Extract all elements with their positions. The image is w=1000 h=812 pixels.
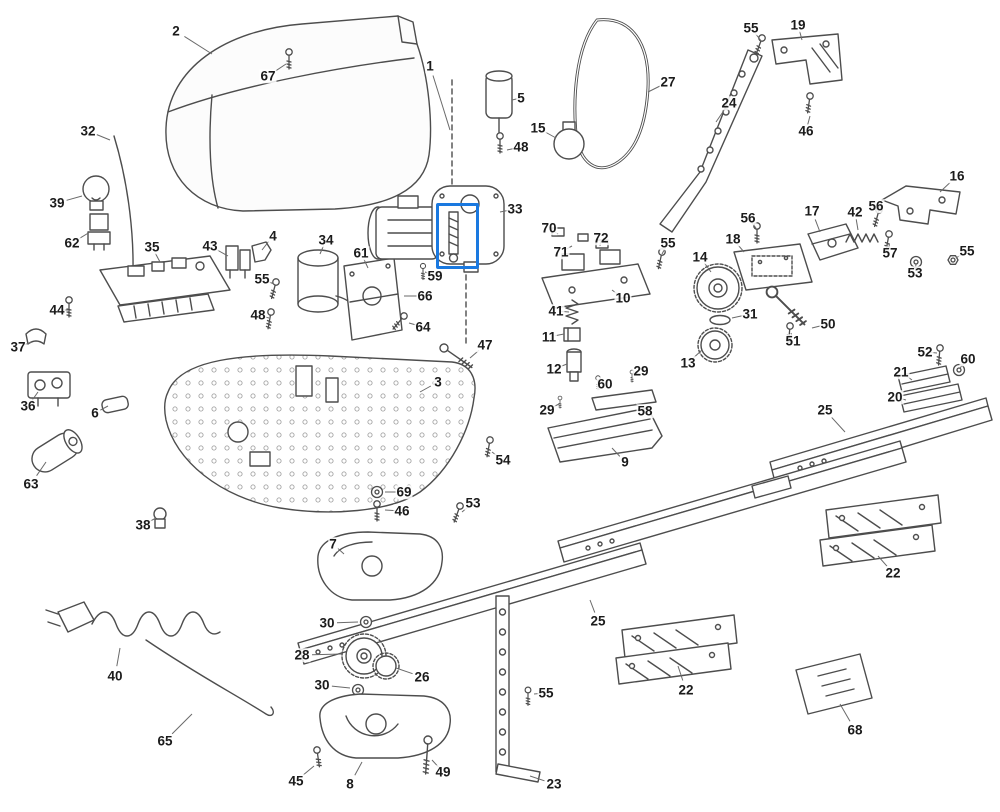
part-41-spring bbox=[565, 299, 579, 325]
part-13-sprocket bbox=[697, 327, 733, 363]
part-46-screw bbox=[803, 91, 815, 114]
part-20-hanger bbox=[899, 383, 963, 413]
part-55-screw bbox=[524, 686, 532, 706]
part-24-curved-arm bbox=[659, 49, 763, 233]
part-5-capacitor bbox=[485, 70, 513, 133]
part-2-lamp-cover bbox=[165, 15, 432, 212]
part-worm-shaft[interactable] bbox=[448, 211, 459, 263]
part-15-chain-ball bbox=[553, 121, 585, 160]
part-48-screw bbox=[264, 307, 276, 330]
part-29-pin bbox=[557, 395, 563, 409]
part-4-bracket bbox=[251, 241, 272, 263]
alignment-guides bbox=[451, 79, 467, 345]
part-9-trolley bbox=[547, 407, 663, 463]
part-60-washer bbox=[952, 363, 966, 377]
part-53-screw bbox=[450, 501, 465, 524]
part-18-plate bbox=[733, 243, 813, 291]
part-70-switch bbox=[551, 227, 565, 237]
part-48-screw bbox=[496, 132, 504, 154]
part-55-screw bbox=[752, 33, 767, 56]
part-40-power-cord bbox=[45, 601, 221, 637]
part-69-washer bbox=[370, 485, 384, 499]
part-71-switch bbox=[577, 233, 589, 242]
part-61-bracket bbox=[343, 257, 403, 341]
part-62-socket bbox=[87, 213, 111, 251]
part-59-screw bbox=[419, 262, 427, 281]
part-57-screw bbox=[882, 229, 894, 252]
part-39-bulb bbox=[82, 175, 110, 211]
part-26-sprocket bbox=[372, 652, 400, 680]
part-37-clip bbox=[25, 328, 47, 345]
part-55-screw bbox=[654, 247, 667, 270]
part-14-sprocket bbox=[693, 263, 743, 313]
part-55-nut bbox=[947, 254, 959, 265]
part-35-circuit-board bbox=[99, 255, 231, 323]
part-30-washer bbox=[359, 615, 373, 629]
part-6-lens bbox=[101, 395, 129, 414]
part-60-screw bbox=[595, 375, 601, 391]
part-7-gear-cover bbox=[317, 531, 444, 601]
part-8-base-cover bbox=[319, 693, 451, 759]
part-22-bracket-right bbox=[819, 494, 942, 567]
part-46-screw bbox=[373, 500, 381, 522]
part-10-trolley-plate bbox=[541, 249, 651, 309]
part-12-release bbox=[566, 348, 582, 382]
part-65-wire bbox=[145, 639, 274, 717]
part-25-rail-middle bbox=[557, 440, 907, 563]
part-29-pin bbox=[629, 369, 635, 383]
part-55-screw bbox=[267, 277, 281, 300]
part-51-screw bbox=[784, 321, 795, 344]
part-17-bracket bbox=[807, 223, 859, 261]
part-52-screw bbox=[934, 343, 945, 366]
part-42-spring bbox=[845, 233, 879, 243]
part-36-terminal-block bbox=[27, 371, 71, 407]
part-54-screw bbox=[483, 435, 495, 458]
part-45-screw bbox=[312, 745, 324, 768]
part-21-hanger bbox=[897, 365, 951, 393]
part-3-chassis bbox=[163, 354, 476, 513]
part-27-chain bbox=[573, 18, 650, 170]
part-34-transformer bbox=[297, 249, 355, 317]
part-44-screw-group bbox=[65, 296, 73, 318]
highlight-box[interactable] bbox=[436, 203, 479, 269]
part-23-door-bracket bbox=[495, 595, 541, 783]
part-58-arm bbox=[591, 389, 657, 411]
part-43-connector bbox=[225, 245, 251, 279]
part-22-bracket-bottom bbox=[615, 614, 738, 685]
part-38-foot bbox=[153, 507, 167, 529]
part-72-switch bbox=[595, 239, 609, 249]
part-50-shaft bbox=[763, 283, 810, 330]
part-25-rail-bottom bbox=[297, 542, 647, 665]
part-11-clamp bbox=[563, 327, 581, 342]
part-31-washer bbox=[709, 314, 731, 326]
part-63-roller bbox=[31, 429, 83, 473]
part-68-manual bbox=[795, 653, 873, 715]
part-19-header-bracket bbox=[771, 33, 843, 85]
part-16-bracket bbox=[881, 185, 961, 225]
